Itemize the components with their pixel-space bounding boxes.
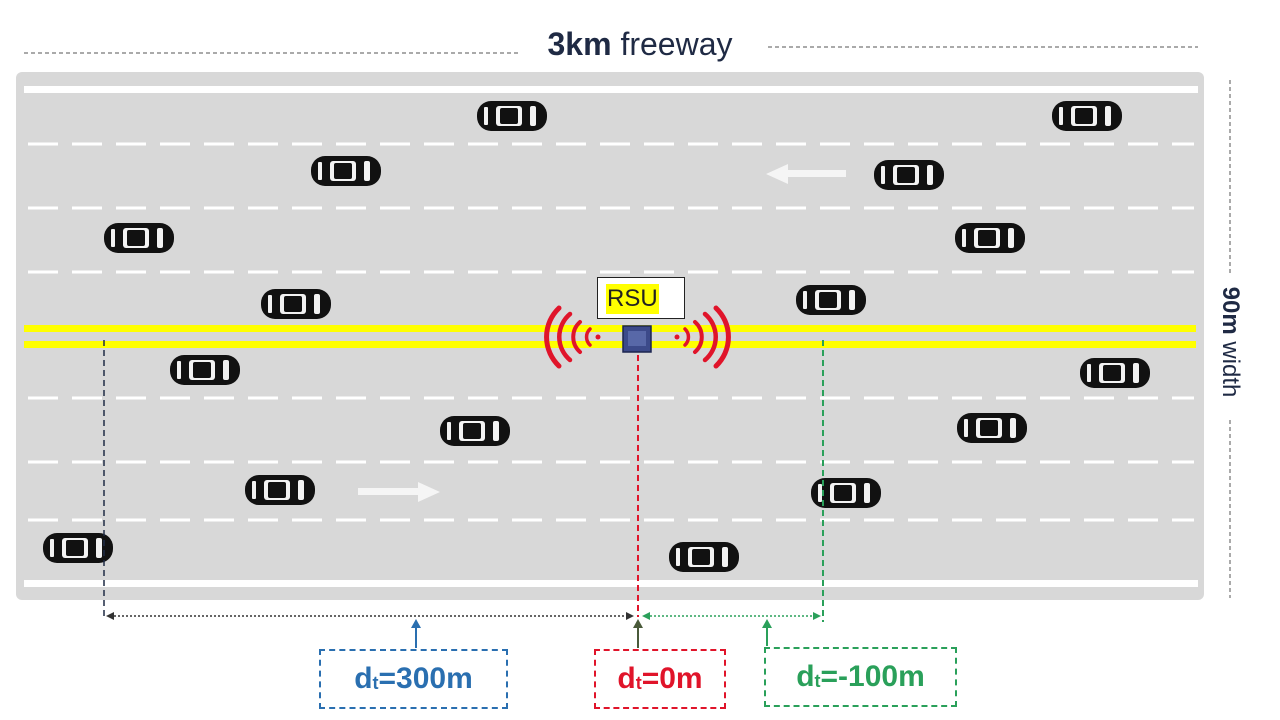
road-edge-top <box>24 86 1198 93</box>
road-edge-bottom <box>24 580 1198 587</box>
rsu-device <box>622 325 652 353</box>
diagram-title: 3km freeway <box>520 24 760 64</box>
rsu-label: RSU <box>606 284 659 314</box>
callout-pointer-300m <box>411 619 421 648</box>
distance-subscript: t <box>372 672 379 693</box>
car <box>669 542 739 572</box>
car <box>170 355 240 385</box>
car <box>440 416 510 446</box>
car <box>104 223 174 253</box>
title-length: 3km <box>547 26 612 62</box>
distance-value: =-100m <box>820 660 925 693</box>
lane-markings <box>28 142 1194 522</box>
car <box>477 101 547 131</box>
median-line-top <box>24 325 1196 332</box>
title-rest: freeway <box>611 26 733 62</box>
car <box>957 413 1027 443</box>
distance-prefix: d <box>617 662 636 695</box>
signal-waves-icon <box>544 305 731 369</box>
car <box>796 285 866 315</box>
car <box>245 475 315 505</box>
callout-pointer-0m <box>633 619 643 648</box>
distance-span-minus100m <box>642 612 821 620</box>
road-surface <box>16 72 1204 600</box>
distance-prefix: d <box>796 660 815 693</box>
width-value: 90m <box>1217 286 1244 335</box>
car <box>1080 358 1150 388</box>
direction-arrow-left <box>766 164 846 184</box>
car <box>261 289 331 319</box>
distance-span-300m <box>106 612 634 620</box>
callout-pointer-minus100m <box>762 619 772 646</box>
distance-subscript: t <box>814 670 821 691</box>
car <box>311 156 381 186</box>
distance-prefix: d <box>354 662 373 695</box>
distance-subscript: t <box>635 672 642 693</box>
direction-arrow-right <box>358 482 440 502</box>
median-line-bottom <box>24 341 1196 348</box>
distance-value: =0m <box>641 662 703 695</box>
rsu-label-box: RSU <box>597 277 685 319</box>
width-rest: width <box>1217 334 1244 398</box>
car <box>43 533 113 563</box>
car <box>955 223 1025 253</box>
car <box>874 160 944 190</box>
car <box>811 478 881 508</box>
car <box>1052 101 1122 131</box>
distance-value: =300m <box>378 662 473 695</box>
